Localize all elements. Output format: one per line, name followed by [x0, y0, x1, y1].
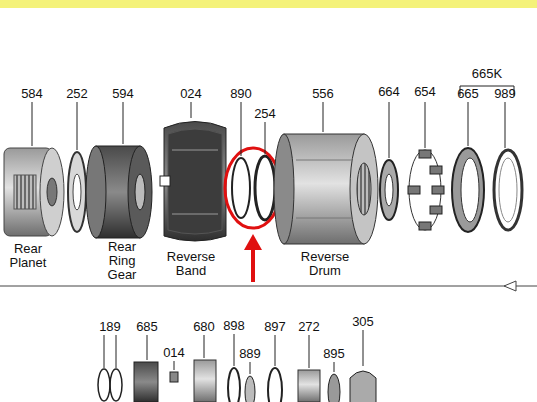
callout-number: 685 [136, 319, 158, 334]
callout-number: 989 [494, 86, 516, 101]
callout-number: 889 [239, 346, 261, 361]
part-name: Reverse Band [160, 250, 222, 278]
reverse-drum [274, 134, 378, 244]
retainer [494, 150, 522, 230]
callout-number: 890 [230, 86, 252, 101]
rear-ring-gear [86, 146, 152, 238]
callout-number: 254 [254, 106, 276, 121]
callout-number: 584 [21, 86, 43, 101]
callout-number: 664 [378, 84, 400, 99]
rear-planet [4, 148, 64, 236]
highlight-arrow [251, 248, 255, 282]
callout-number: 897 [264, 319, 286, 334]
callout-number: 654 [414, 84, 436, 99]
callout-number: 189 [99, 319, 121, 334]
callout-number: 898 [223, 318, 245, 333]
thrust-washer [68, 152, 86, 232]
divider-line [0, 286, 537, 287]
callout-number: 556 [312, 86, 334, 101]
callout-number: 014 [163, 345, 185, 360]
race [452, 148, 484, 232]
callout-number: 272 [298, 319, 320, 334]
callout-number: 594 [112, 86, 134, 101]
lower-parts [98, 360, 376, 402]
callout-number: 665K [472, 66, 502, 81]
bearing [380, 160, 398, 220]
callout-number: 305 [352, 314, 374, 329]
reverse-band [160, 122, 226, 242]
snap-ring [232, 158, 250, 218]
callout-number: 680 [193, 319, 215, 334]
header-bar [0, 0, 537, 8]
seal-ring [255, 156, 275, 220]
sprag [408, 150, 444, 230]
leader-lines [32, 102, 505, 158]
callout-number: 895 [323, 346, 345, 361]
highlight-circle [225, 148, 281, 228]
callout-number: 252 [66, 86, 88, 101]
part-name: Reverse Drum [294, 250, 356, 278]
callout-number: 024 [180, 86, 202, 101]
part-name: Rear Ring Gear [100, 240, 144, 282]
part-name: Rear Planet [6, 242, 50, 270]
callout-number: 665 [457, 86, 479, 101]
leader-lines [104, 330, 363, 374]
